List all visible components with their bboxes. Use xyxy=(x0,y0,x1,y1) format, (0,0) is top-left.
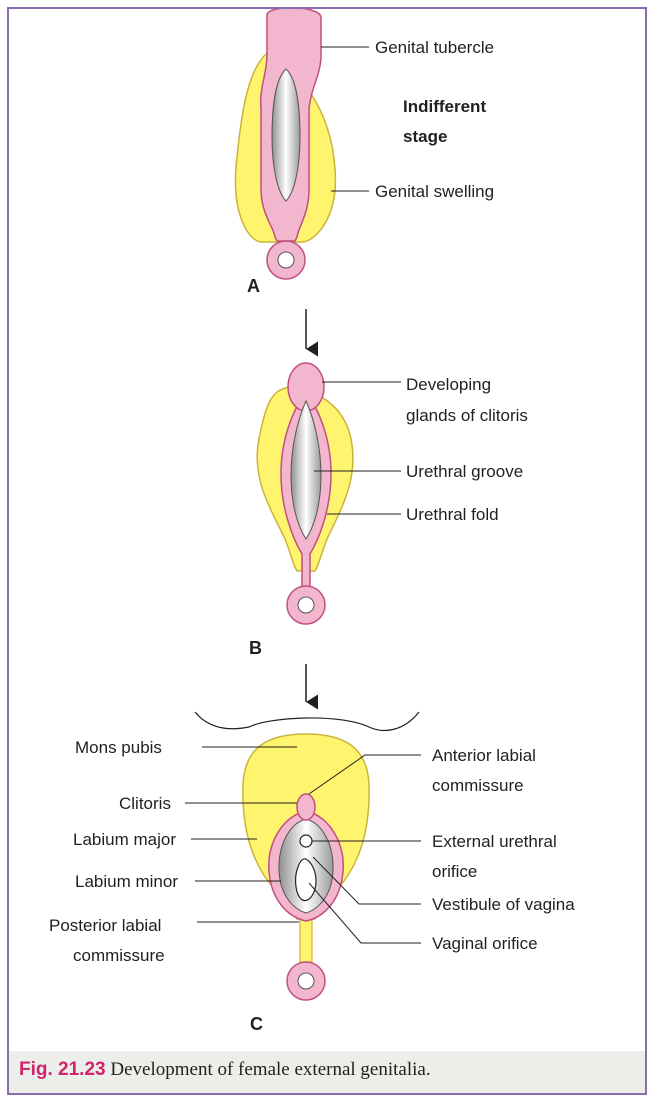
genitalia-diagram: Genital tubercle Indifferent stage Genit… xyxy=(9,9,649,1097)
figure-caption: Fig. 21.23 Development of female externa… xyxy=(9,1051,645,1093)
label-anterior-commissure-line2: commissure xyxy=(432,776,524,795)
figure-caption-text: Development of female external genitalia… xyxy=(110,1059,430,1080)
label-developing-glands-line1: Developing xyxy=(406,375,491,394)
label-genital-tubercle: Genital tubercle xyxy=(375,38,494,57)
stage-title-line2: stage xyxy=(403,127,447,146)
label-clitoris: Clitoris xyxy=(119,794,171,813)
label-anterior-commissure-line1: Anterior labial xyxy=(432,746,536,765)
label-urethral-groove: Urethral groove xyxy=(406,462,523,481)
panel-letter-b: B xyxy=(249,638,262,658)
panel-c: Mons pubis Clitoris Labium major Labium … xyxy=(49,712,575,1034)
label-posterior-commissure-line1: Posterior labial xyxy=(49,916,161,935)
label-developing-glands-line2: glands of clitoris xyxy=(406,406,528,425)
mons-pubis-arc xyxy=(195,712,419,730)
stage-title-line1: Indifferent xyxy=(403,97,486,116)
label-labium-major: Labium major xyxy=(73,830,176,849)
panel-letter-a: A xyxy=(247,276,260,296)
figure-number: Fig. 21.23 xyxy=(19,1059,106,1080)
label-labium-minor: Labium minor xyxy=(75,872,178,891)
clitoris-shape xyxy=(297,794,315,820)
label-vaginal-orifice: Vaginal orifice xyxy=(432,934,538,953)
panel-a: Genital tubercle Indifferent stage Genit… xyxy=(235,9,494,296)
figure-frame: Genital tubercle Indifferent stage Genit… xyxy=(7,7,647,1095)
urethral-orifice-shape xyxy=(300,835,312,847)
anus-b xyxy=(298,597,314,613)
anus-c xyxy=(298,973,314,989)
panel-letter-c: C xyxy=(250,1014,263,1034)
label-urethral-orifice-line1: External urethral xyxy=(432,832,557,851)
label-genital-swelling: Genital swelling xyxy=(375,182,494,201)
label-urethral-orifice-line2: orifice xyxy=(432,862,477,881)
label-posterior-commissure-line2: commissure xyxy=(73,946,165,965)
anus-a xyxy=(278,252,294,268)
label-mons-pubis: Mons pubis xyxy=(75,738,162,757)
label-vestibule: Vestibule of vagina xyxy=(432,895,575,914)
panel-b: Developing glands of clitoris Urethral g… xyxy=(249,363,528,658)
label-urethral-fold: Urethral fold xyxy=(406,505,499,524)
